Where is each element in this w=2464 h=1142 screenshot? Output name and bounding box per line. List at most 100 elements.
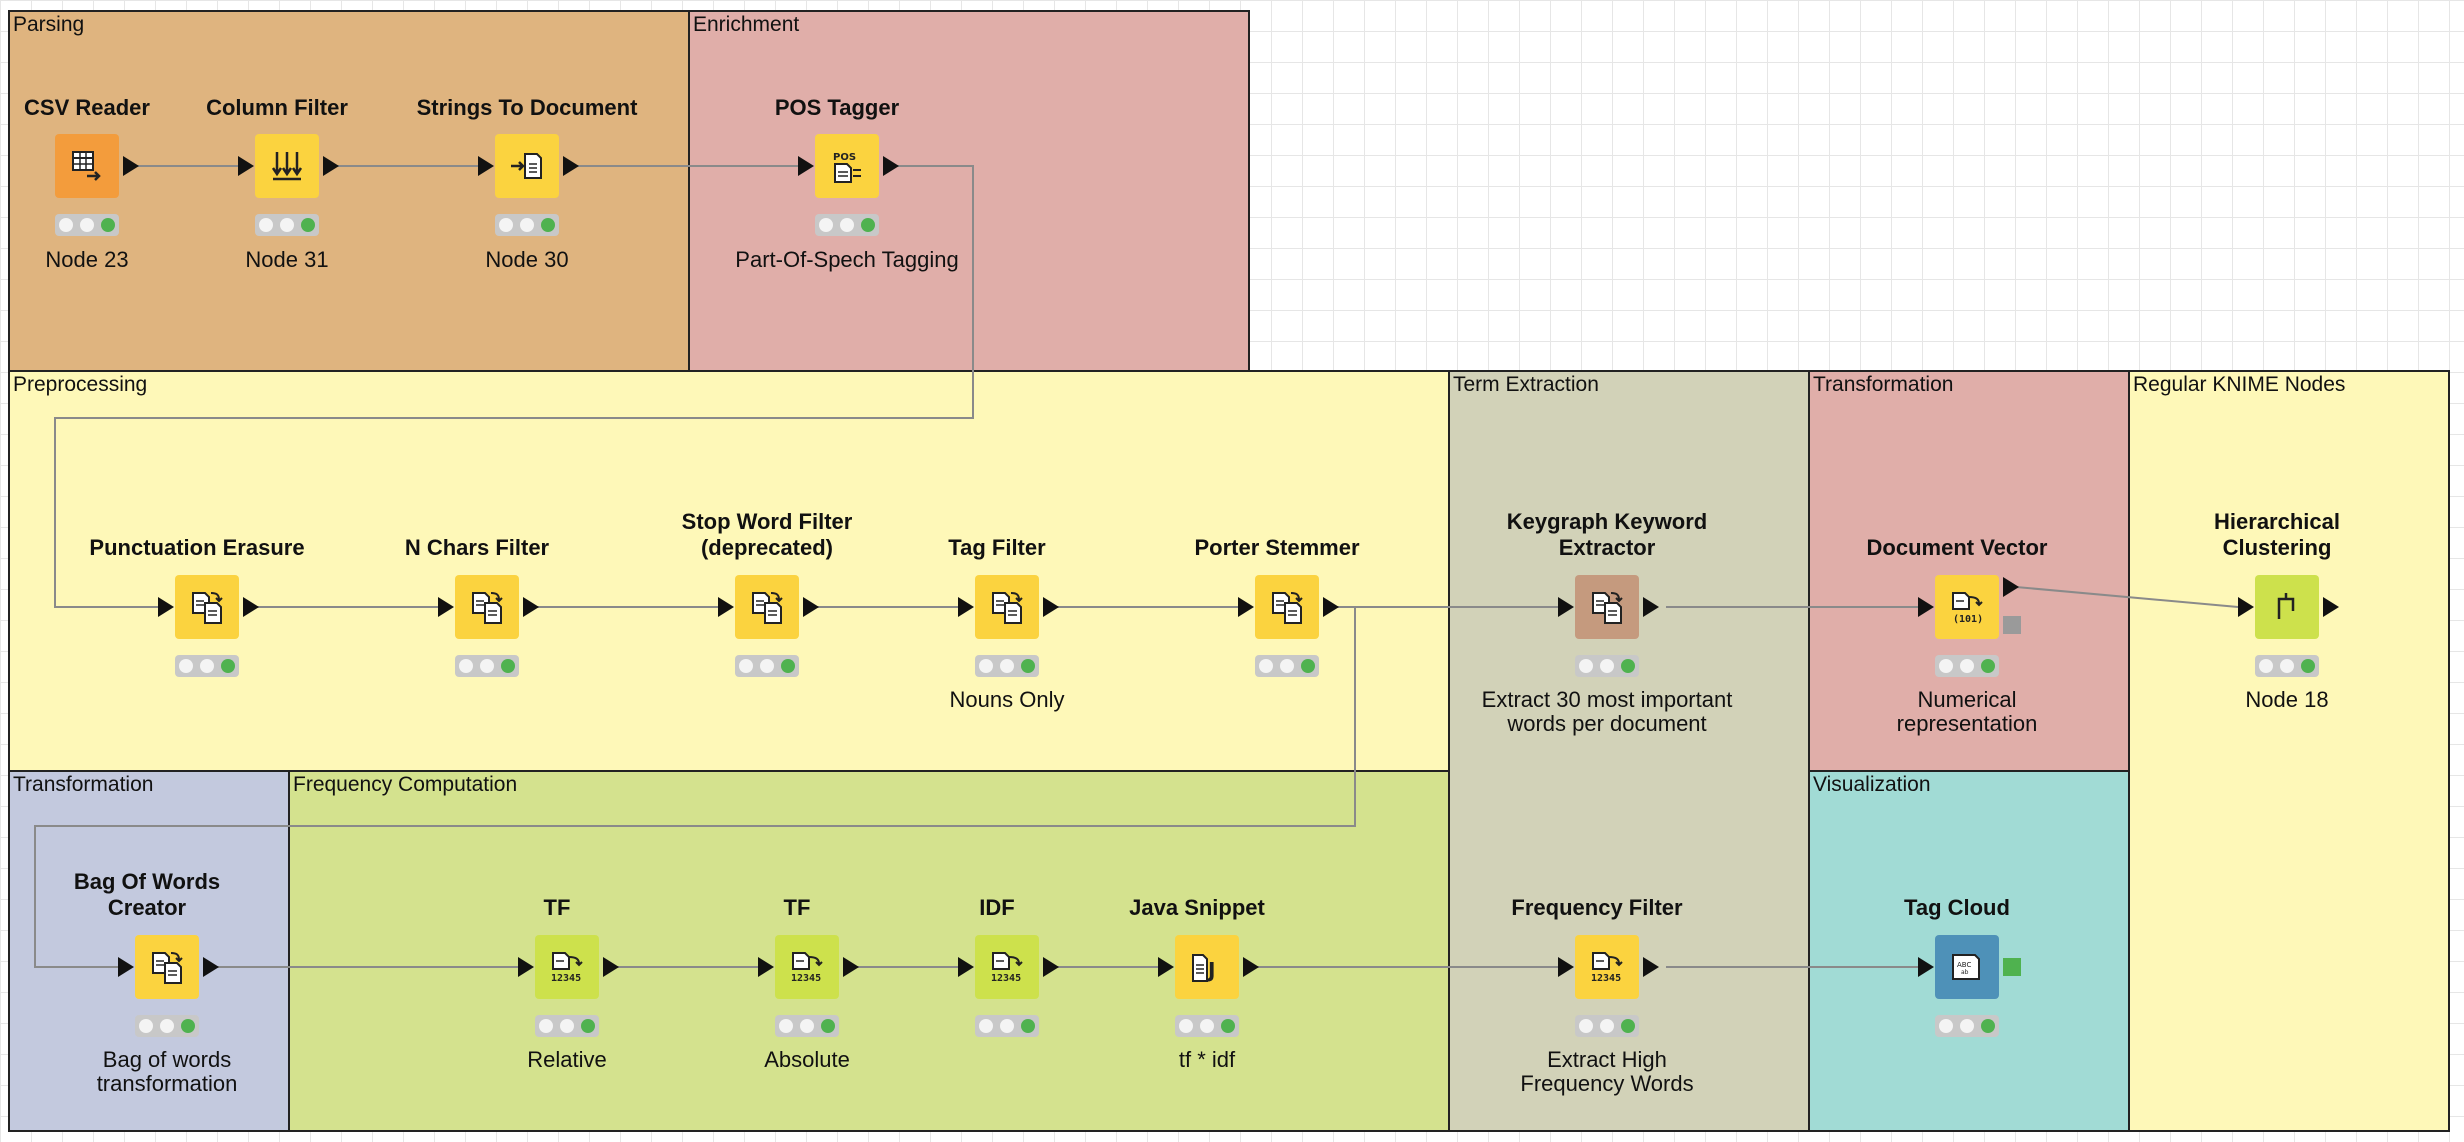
frequency-icon[interactable]: 12345: [975, 935, 1039, 999]
annotation-enrichment[interactable]: Enrichment: [688, 10, 1250, 372]
input-port[interactable]: [1558, 597, 1574, 617]
input-port[interactable]: [2238, 597, 2254, 617]
document-process-icon[interactable]: [1575, 575, 1639, 639]
output-port[interactable]: [523, 597, 539, 617]
node-punctuation-erasure[interactable]: Punctuation Erasure: [77, 0, 337, 677]
input-port[interactable]: [958, 957, 974, 977]
table-reader-icon[interactable]: [55, 134, 119, 198]
svg-text:12345: 12345: [791, 973, 821, 984]
annotation-label: Regular KNIME Nodes: [2133, 373, 2346, 396]
node-frequency-filter[interactable]: Frequency Filter 12345 Extract High Freq…: [1477, 0, 1737, 1096]
input-port[interactable]: [1918, 597, 1934, 617]
output-port[interactable]: [2323, 597, 2339, 617]
annotation-term-extraction[interactable]: Term Extraction: [1448, 370, 1810, 1132]
status-traffic-light: [975, 655, 1039, 677]
node-idf[interactable]: IDF 12345: [877, 0, 1137, 1037]
document-process-icon[interactable]: [135, 935, 199, 999]
output-port[interactable]: [883, 156, 899, 176]
input-port[interactable]: [1558, 957, 1574, 977]
frequency-icon[interactable]: 12345: [535, 935, 599, 999]
node-tag-filter[interactable]: Tag Filter Nouns Only: [877, 0, 1137, 712]
output-port[interactable]: [243, 597, 259, 617]
node-description-line1: Extract 30 most important: [1481, 687, 1733, 712]
frequency-icon[interactable]: 12345: [775, 935, 839, 999]
output-port[interactable]: [2003, 577, 2019, 597]
node-n-chars-filter[interactable]: N Chars Filter: [357, 0, 617, 677]
node-description: Node 23: [45, 247, 129, 272]
output-port[interactable]: [563, 156, 579, 176]
column-filter-icon[interactable]: [255, 134, 319, 198]
model-output-port[interactable]: [2003, 616, 2021, 634]
node-description-line1: Bag of words: [102, 1047, 232, 1072]
document-convert-icon[interactable]: [495, 134, 559, 198]
java-snippet-icon[interactable]: J: [1175, 935, 1239, 999]
node-document-vector[interactable]: Document Vector (101) Numerical represen…: [1837, 0, 2097, 736]
node-porter-stemmer[interactable]: Porter Stemmer: [1157, 0, 1417, 677]
node-hierarchical-clustering[interactable]: Hierarchical Clustering Node 18: [2157, 0, 2417, 712]
input-port[interactable]: [518, 957, 534, 977]
node-keygraph-keyword-extractor[interactable]: Keygraph Keyword Extractor Extract 30 mo…: [1477, 0, 1737, 736]
annotation-preprocessing[interactable]: Preprocessing: [8, 370, 1450, 772]
status-traffic-light: [535, 1015, 599, 1037]
node-csv-reader[interactable]: CSV Reader Node 23: [0, 0, 217, 272]
output-port[interactable]: [1323, 597, 1339, 617]
node-title-line2: Creator: [107, 895, 187, 920]
output-port[interactable]: [1643, 957, 1659, 977]
status-traffic-light: [1935, 1015, 1999, 1037]
status-traffic-light: [55, 214, 119, 236]
output-port[interactable]: [1043, 597, 1059, 617]
node-stop-word-filter[interactable]: Stop Word Filter (deprecated): [637, 0, 897, 677]
input-port[interactable]: [478, 156, 494, 176]
output-port[interactable]: [1043, 957, 1059, 977]
view-output-port[interactable]: [2003, 958, 2021, 976]
input-port[interactable]: [158, 597, 174, 617]
node-tf-relative[interactable]: TF 12345 Relative: [437, 0, 697, 1072]
node-title: N Chars Filter: [404, 535, 550, 560]
document-process-icon[interactable]: [175, 575, 239, 639]
node-pos-tagger[interactable]: POS Tagger POS Part-Of-Spech Tagging: [717, 0, 977, 272]
input-port[interactable]: [1158, 957, 1174, 977]
input-port[interactable]: [1238, 597, 1254, 617]
input-port[interactable]: [718, 597, 734, 617]
output-port[interactable]: [323, 156, 339, 176]
document-process-icon[interactable]: [455, 575, 519, 639]
annotation-regular-knime-nodes[interactable]: Regular KNIME Nodes: [2128, 370, 2450, 1132]
document-vector-icon[interactable]: (101): [1935, 575, 1999, 639]
input-port[interactable]: [118, 957, 134, 977]
input-port[interactable]: [1918, 957, 1934, 977]
document-process-icon[interactable]: [735, 575, 799, 639]
node-tf-absolute[interactable]: TF 12345 Absolute: [677, 0, 937, 1072]
output-port[interactable]: [203, 957, 219, 977]
status-traffic-light: [135, 1015, 199, 1037]
pos-tagger-icon[interactable]: POS: [815, 134, 879, 198]
annotation-transformation-top[interactable]: Transformation: [1808, 370, 2130, 772]
output-port[interactable]: [1243, 957, 1259, 977]
document-process-icon[interactable]: [1255, 575, 1319, 639]
status-traffic-light: [775, 1015, 839, 1037]
document-process-icon[interactable]: [975, 575, 1039, 639]
output-port[interactable]: [123, 156, 139, 176]
node-java-snippet[interactable]: Java Snippet J tf * idf: [1077, 0, 1337, 1072]
node-strings-to-document[interactable]: Strings To Document Node 30: [397, 0, 657, 272]
node-column-filter[interactable]: Column Filter Node 31: [157, 0, 417, 272]
input-port[interactable]: [238, 156, 254, 176]
input-port[interactable]: [438, 597, 454, 617]
annotation-frequency-computation[interactable]: Frequency Computation: [288, 770, 1450, 1132]
node-description: Node 31: [245, 247, 329, 272]
frequency-icon[interactable]: 12345: [1575, 935, 1639, 999]
input-port[interactable]: [798, 156, 814, 176]
annotation-label: Transformation: [13, 773, 154, 796]
node-title-line1: Hierarchical: [2214, 509, 2340, 534]
node-title: Punctuation Erasure: [89, 535, 305, 560]
output-port[interactable]: [603, 957, 619, 977]
output-port[interactable]: [1643, 597, 1659, 617]
input-port[interactable]: [958, 597, 974, 617]
dendrogram-icon[interactable]: [2255, 575, 2319, 639]
output-port[interactable]: [803, 597, 819, 617]
node-bag-of-words-creator[interactable]: Bag Of Words Creator Bag of words transf…: [37, 0, 297, 1096]
input-port[interactable]: [758, 957, 774, 977]
output-port[interactable]: [843, 957, 859, 977]
